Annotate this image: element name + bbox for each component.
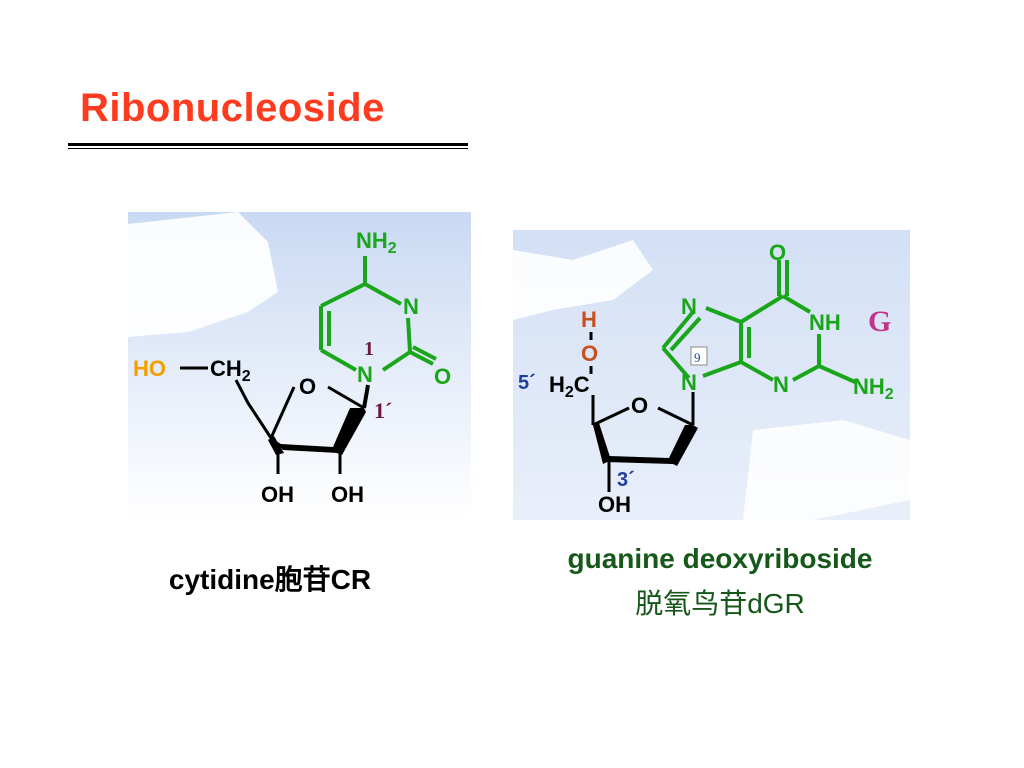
g-label: G: [868, 305, 891, 338]
ribose-ring: [246, 385, 365, 439]
nh-ring-label: NH: [809, 310, 841, 335]
white-smudge-bottom: [743, 420, 910, 520]
hydroxyl-h-label: H: [581, 307, 597, 332]
glycosidic-bond: [362, 384, 370, 409]
title-underline-thin: [68, 148, 468, 149]
ribose-wedge-left: [268, 436, 284, 455]
deoxyguanosine-caption-cn: 脱氧鸟苷dGR: [635, 588, 805, 619]
position-9-box: [690, 346, 708, 366]
position-1prime-label: 1´: [374, 398, 392, 423]
title-underline: [68, 143, 468, 146]
oh-right-label: OH: [331, 482, 364, 507]
ribose-wedge: [271, 408, 364, 453]
oh-label: OH: [598, 492, 631, 517]
deoxyguanosine-structure: O NH G N N 9 N NH2 O H O 5´ H2C 3´ OH: [513, 230, 910, 520]
nh2-label: NH2: [853, 374, 894, 403]
purine-rings: [661, 260, 856, 384]
three-prime-label: 3´: [617, 469, 635, 491]
deoxyribose-wedge-right: [669, 425, 698, 466]
position-1-label: 1: [364, 338, 374, 360]
n9-label: N: [681, 370, 697, 395]
ribose-wedge-right: [334, 408, 366, 455]
ring-o-label: O: [631, 393, 648, 418]
nh2-label: NH2: [356, 228, 397, 257]
carbonyl-o-label: O: [434, 364, 451, 389]
n3-label: N: [773, 372, 789, 397]
position-9-label: 9: [694, 350, 701, 365]
deoxyribose-ring: [591, 395, 694, 427]
pyrimidine-ring: [319, 256, 437, 372]
ring-o-label: O: [299, 374, 316, 399]
cytidine-caption: cytidine胞苷CR: [168, 564, 372, 595]
hydroxyl-o-label: O: [581, 341, 598, 366]
deoxyribose-wedge-left: [593, 423, 611, 464]
white-smudge: [128, 212, 278, 337]
ring-n-label: N: [403, 294, 419, 319]
ch2-ring-bond: [234, 379, 250, 404]
deoxyguanosine-caption-en: guanine deoxyriboside: [567, 543, 873, 574]
h2c-label: H2C: [549, 372, 590, 401]
cytidine-structure: NH2 N N O 1 O 1´ HO CH2 OH OH: [128, 212, 471, 518]
slide-title: Ribonucleoside: [80, 86, 385, 130]
carbonyl-o-label: O: [769, 240, 786, 265]
n7-label: N: [681, 294, 697, 319]
glycosidic-n-label: N: [357, 362, 373, 387]
oh-left-label: OH: [261, 482, 294, 507]
ch2-label: CH2: [210, 356, 251, 385]
white-smudge: [513, 240, 653, 320]
ho-label: HO: [133, 356, 166, 381]
five-prime-label: 5´: [518, 372, 536, 394]
